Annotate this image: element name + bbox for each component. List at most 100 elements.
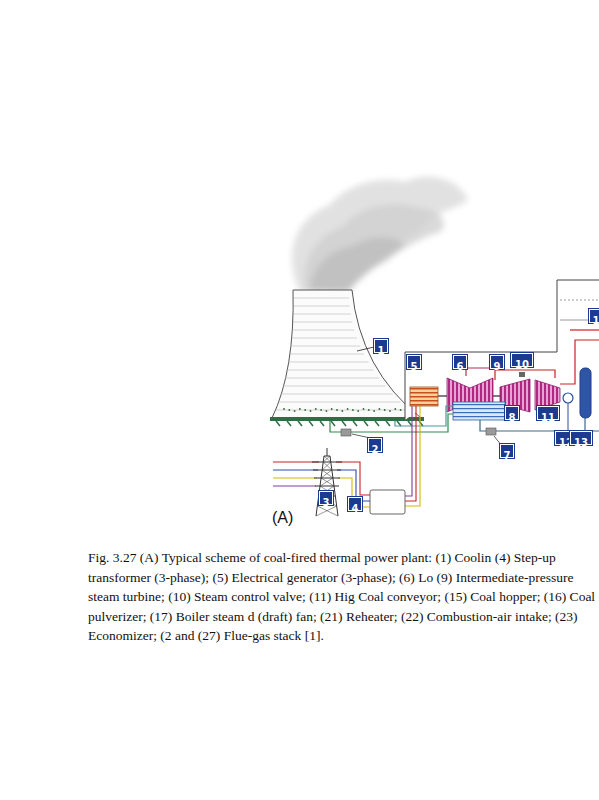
callout-text: 1 <box>378 345 385 356</box>
callout-number: 9 <box>490 355 505 369</box>
tower-fill-dot <box>310 410 312 412</box>
tower-band <box>278 402 400 403</box>
figure-caption: Fig. 3.27 (A) Typical scheme of coal-fir… <box>88 548 596 646</box>
tower-fill-dot <box>363 408 365 410</box>
callout-text: 10 <box>515 359 529 370</box>
tower-fill-dot <box>326 410 328 412</box>
tower-band <box>283 386 386 387</box>
callout-text: 6 <box>457 361 464 372</box>
tower-leg <box>408 421 412 426</box>
tower-band <box>285 378 379 379</box>
pylon-brace <box>321 478 334 486</box>
callout-text: 13 <box>574 437 588 448</box>
tower-leg <box>397 421 401 426</box>
panel-label: (A) <box>272 509 293 527</box>
steam-plume <box>292 177 468 292</box>
plant-building <box>405 280 599 420</box>
tower-leg <box>320 421 324 426</box>
tower-leg <box>342 421 346 426</box>
tower-leg <box>331 421 335 426</box>
pylon-brace <box>323 456 330 462</box>
tower-band <box>289 354 364 355</box>
tower-fill-dot <box>315 408 317 410</box>
pylon-brace <box>323 462 332 470</box>
tower-fill-dot <box>299 408 301 410</box>
callout-number: 7 <box>500 444 515 458</box>
callout-text: 2 <box>372 444 379 455</box>
tower-fill-dot <box>283 408 285 410</box>
transmission-pylon <box>312 448 342 516</box>
tower-leg <box>386 421 390 426</box>
cooling-water-pump <box>341 429 351 436</box>
callout-number: 10 <box>511 353 533 367</box>
tower-band <box>288 362 368 363</box>
tower-fill-dot <box>373 410 375 412</box>
callout-number: 5 <box>407 355 422 369</box>
tower-leg <box>298 421 302 426</box>
feedwater-heater <box>580 368 591 418</box>
callout-number: 1 <box>374 339 389 353</box>
tower-fill-dot <box>336 409 338 411</box>
tower-leg <box>375 421 379 426</box>
pylon-brace <box>321 470 332 478</box>
tower-leg <box>309 421 313 426</box>
tower-band <box>294 298 349 299</box>
shaft <box>438 395 447 397</box>
tower-fill-dot <box>379 408 381 410</box>
tower-fill-dot <box>368 409 370 411</box>
control-valve <box>519 372 525 377</box>
tower-fill-dot <box>347 408 349 410</box>
callout-number: 13 <box>570 431 592 445</box>
tower-band <box>293 314 350 315</box>
callout-text: 3 <box>323 497 330 508</box>
tower-fill-dot <box>400 409 402 411</box>
tower-band <box>287 370 374 371</box>
tower-fill-dot <box>320 409 322 411</box>
tower-fill-dot <box>288 409 290 411</box>
generator <box>410 387 438 406</box>
cooling-tower <box>270 290 424 426</box>
callout-text: 5 <box>411 361 418 372</box>
deaerator <box>563 393 573 403</box>
callout-number: 8 <box>505 406 520 420</box>
steam-pipes <box>466 330 599 384</box>
tower-band <box>291 346 361 347</box>
tower-band <box>294 306 350 307</box>
tower-band <box>292 330 354 331</box>
pylon-brace <box>322 462 331 470</box>
callout-number: 4 <box>348 497 363 511</box>
tower-band <box>292 338 357 339</box>
shaft <box>493 395 500 397</box>
tower-leg <box>353 421 357 426</box>
condensate-pump <box>486 428 496 435</box>
generator-leads <box>405 406 420 506</box>
callout-text: 11 <box>541 412 555 423</box>
callout-text: 8 <box>509 412 516 423</box>
tower-band <box>293 322 352 323</box>
callout-text: 1 <box>593 315 599 326</box>
callout-number: 3 <box>319 491 334 505</box>
tower-leg <box>287 421 291 426</box>
tower-leg <box>276 421 280 426</box>
tower-fill-dot <box>331 408 333 410</box>
tower-fill-dot <box>341 410 343 412</box>
tower-fill-dot <box>304 409 306 411</box>
callout-text: 9 <box>494 361 501 372</box>
leader-line <box>357 347 374 351</box>
tower-leg <box>364 421 368 426</box>
pylon-brace <box>324 456 331 462</box>
pylon-brace <box>320 478 333 486</box>
feed-pipe <box>568 403 569 430</box>
tower-fill-dot <box>389 410 391 412</box>
tower-band <box>281 394 393 395</box>
tower-fill-dot <box>394 408 396 410</box>
callout-number: 6 <box>453 355 468 369</box>
tower-fill-dot <box>294 410 296 412</box>
callout-number: 11 <box>537 406 559 420</box>
callout-number: 1 <box>589 309 599 323</box>
callout-number: 2 <box>368 438 383 452</box>
callout-text: 4 <box>352 503 359 514</box>
tower-fill-dot <box>384 409 386 411</box>
